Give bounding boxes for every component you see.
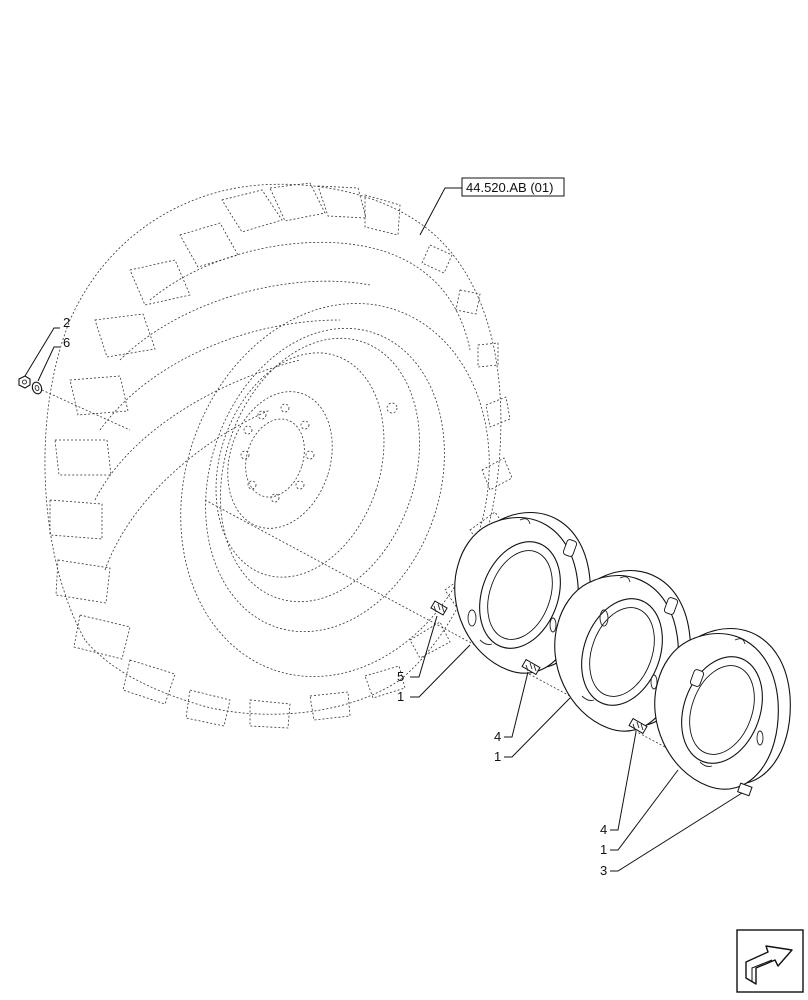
tractor-tyre	[44, 182, 513, 729]
axis-line-left	[41, 389, 131, 431]
callout-4[interactable]: 4	[494, 729, 501, 744]
rim-bolt-holes	[240, 403, 315, 503]
callout-4[interactable]: 4	[600, 822, 607, 837]
next-page-arrow-icon[interactable]	[736, 929, 804, 993]
reference-leader	[419, 187, 462, 236]
stud-4b	[628, 717, 648, 735]
nut-part	[18, 375, 31, 389]
callout-1[interactable]: 1	[397, 689, 404, 704]
stud-4a	[521, 658, 541, 676]
tread-lugs	[49, 182, 513, 729]
wheel-weight-3	[654, 627, 791, 790]
bolt-3	[737, 782, 753, 797]
callout-1[interactable]: 1	[600, 842, 607, 857]
callout-2[interactable]: 2	[63, 315, 70, 330]
callout-1[interactable]: 1	[494, 749, 501, 764]
callout-3[interactable]: 3	[600, 863, 607, 878]
reference-box-label: 44.520.AB (01)	[466, 180, 553, 195]
stud-5	[430, 600, 448, 616]
callout-6[interactable]: 6	[63, 335, 70, 350]
callout-5[interactable]: 5	[397, 669, 404, 684]
reference-box[interactable]: 44.520.AB (01)	[461, 177, 565, 197]
washer-part	[31, 381, 43, 395]
